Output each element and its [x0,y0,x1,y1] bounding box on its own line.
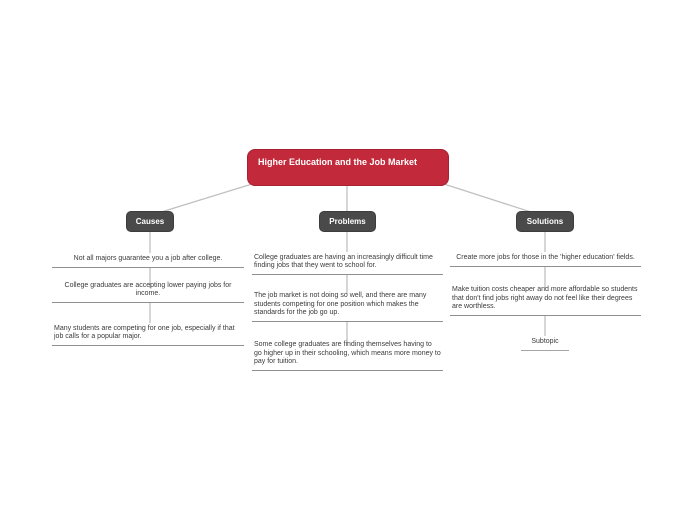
subtopic-problems-1[interactable]: College graduates are having an increasi… [252,252,443,275]
subtopic-text: College graduates are accepting lower pa… [64,281,232,298]
root-topic-label: Higher Education and the Job Market [258,157,418,167]
subtopic-text: College graduates are having an increasi… [254,253,433,270]
subtopic-text: Make tuition costs cheaper and more affo… [452,286,638,311]
topic-label-solutions: Solutions [526,217,564,226]
subtopic-problems-2[interactable]: The job market is not doing so well, and… [252,292,443,322]
subtopic-solutions-1[interactable]: Create more jobs for those in the 'highe… [450,252,641,267]
subtopic-text: Not all majors guarantee you a job after… [73,255,223,263]
topic-node-solutions[interactable]: Solutions [516,211,574,232]
topic-node-problems[interactable]: Problems [319,211,376,232]
root-topic-node[interactable]: Higher Education and the Job Market [247,149,449,186]
topic-label-causes: Causes [135,217,165,226]
subtopic-causes-2[interactable]: College graduates are accepting lower pa… [52,282,244,303]
subtopic-text: Some college graduates are finding thems… [254,341,441,366]
subtopic-text: The job market is not doing so well, and… [254,292,427,317]
subtopic-solutions-3[interactable]: Subtopic [521,336,569,351]
topic-label-problems: Problems [329,217,366,226]
edge-root-causes [157,183,253,214]
edge-root-solutions [443,183,535,214]
subtopic-text: Create more jobs for those in the 'highe… [456,254,635,262]
subtopic-text: Subtopic [531,338,559,346]
subtopic-solutions-2[interactable]: Make tuition costs cheaper and more affo… [450,286,641,316]
subtopic-causes-1[interactable]: Not all majors guarantee you a job after… [52,253,244,268]
subtopic-text: Many students are competing for one job,… [54,324,235,341]
subtopic-problems-3[interactable]: Some college graduates are finding thems… [252,341,443,371]
topic-node-causes[interactable]: Causes [126,211,174,232]
subtopic-causes-3[interactable]: Many students are competing for one job,… [52,323,244,346]
